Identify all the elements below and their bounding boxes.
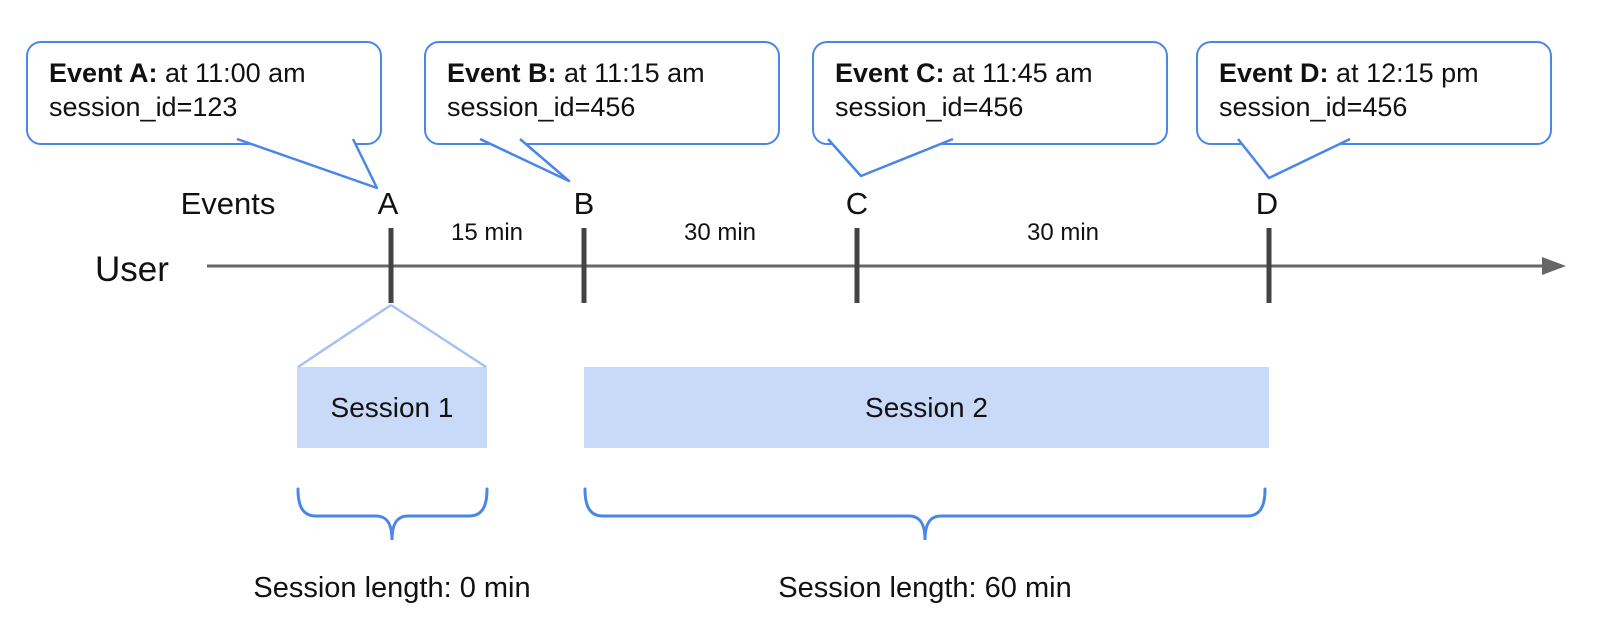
- event-a-callout: Event A: at 11:00 am session_id=123: [26, 41, 382, 145]
- session-1-brace: [296, 487, 489, 541]
- event-marker-b: B: [573, 186, 595, 221]
- event-d-callout-line1: Event D: at 12:15 pm: [1219, 56, 1540, 90]
- session-2-label: Session 2: [865, 391, 988, 423]
- event-b-callout-tail: [479, 137, 571, 183]
- event-c-callout: Event C: at 11:45 am session_id=456: [812, 41, 1168, 145]
- session-2-box: Session 2: [584, 367, 1269, 448]
- event-a-callout-session-id: session_id=123: [49, 92, 238, 122]
- events-axis-label: Events: [180, 186, 276, 221]
- event-d-callout-time: at 12:15 pm: [1336, 58, 1479, 88]
- gap-label-a-b: 15 min: [450, 219, 524, 246]
- session-2-brace: [583, 487, 1267, 541]
- event-b-callout-line1: Event B: at 11:15 am: [447, 56, 768, 90]
- event-a-callout-line1: Event A: at 11:00 am: [49, 56, 370, 90]
- event-d-callout: Event D: at 12:15 pm session_id=456: [1196, 41, 1552, 145]
- event-c-callout-session-id: session_id=456: [835, 92, 1024, 122]
- timeline-arrowhead-icon: [1542, 257, 1566, 275]
- event-b-callout-title: Event B:: [447, 58, 557, 88]
- event-a-callout-title: Event A:: [49, 58, 158, 88]
- session-1-box: Session 1: [297, 367, 487, 448]
- event-a-callout-time: at 11:00 am: [165, 58, 306, 88]
- event-c-callout-time: at 11:45 am: [952, 58, 1093, 88]
- event-marker-a: A: [377, 186, 399, 221]
- event-b-callout-time: at 11:15 am: [564, 58, 705, 88]
- event-a-callout-tail: [236, 137, 379, 190]
- event-c-callout-line1: Event C: at 11:45 am: [835, 56, 1156, 90]
- session-1-funnel-left: [297, 303, 392, 369]
- event-b-callout: Event B: at 11:15 am session_id=456: [424, 41, 780, 145]
- user-axis-label: User: [95, 250, 169, 289]
- event-marker-c: C: [845, 186, 869, 221]
- session-1-label: Session 1: [330, 391, 454, 423]
- session-1-length-label: Session length: 0 min: [253, 572, 531, 604]
- event-marker-d: D: [1255, 186, 1279, 221]
- event-d-callout-session-id: session_id=456: [1219, 92, 1408, 122]
- event-c-callout-title: Event C:: [835, 58, 945, 88]
- event-b-callout-session-id: session_id=456: [447, 92, 636, 122]
- event-d-callout-title: Event D:: [1219, 58, 1329, 88]
- gap-label-b-c: 30 min: [683, 219, 757, 246]
- session-2-length-label: Session length: 60 min: [778, 572, 1072, 604]
- session-1-funnel-right: [390, 303, 487, 369]
- gap-label-c-d: 30 min: [1026, 219, 1100, 246]
